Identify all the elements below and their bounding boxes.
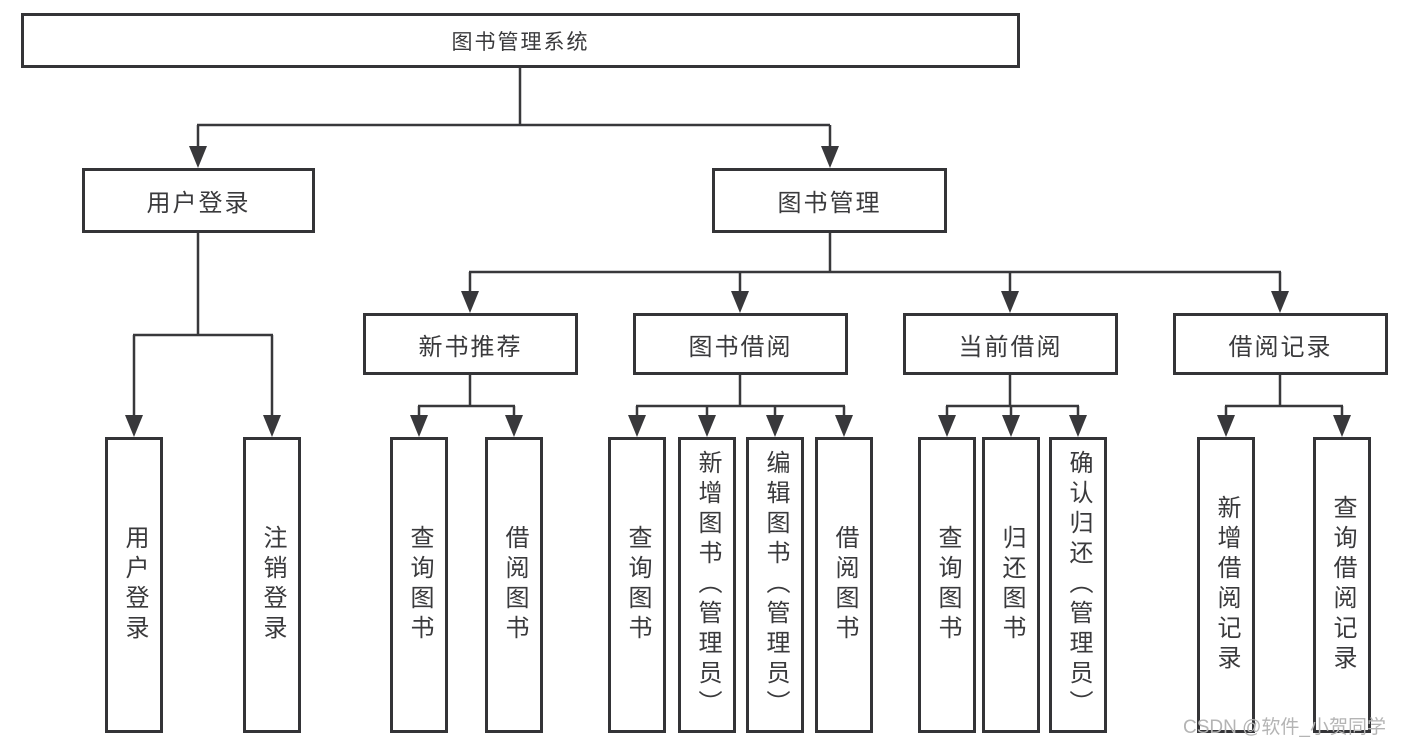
leaf-records-query-record: 查询借阅记录: [1313, 437, 1371, 733]
node-borrow-records: 借阅记录: [1173, 313, 1388, 375]
leaf-newbook-borrow-book: 借阅图书: [485, 437, 543, 733]
node-root-library-system: 图书管理系统: [21, 13, 1020, 68]
node-book-borrow: 图书借阅: [633, 313, 848, 375]
leaf-records-add-record: 新增借阅记录: [1197, 437, 1255, 733]
leaf-borrow-add-book-admin: 新增图书（管理员）: [678, 437, 736, 733]
connector-new-book-to-leaves: [410, 375, 523, 437]
node-current-borrow: 当前借阅: [903, 313, 1118, 375]
leaf-current-query-book: 查询图书: [918, 437, 976, 733]
leaf-current-confirm-return-admin: 确认归还（管理员）: [1049, 437, 1107, 733]
node-book-management: 图书管理: [712, 168, 947, 233]
connector-records-to-leaves: [1217, 375, 1351, 437]
leaf-borrow-query-book: 查询图书: [608, 437, 666, 733]
csdn-watermark: CSDN @软件_小贺同学: [1183, 717, 1386, 738]
leaf-newbook-query-book: 查询图书: [390, 437, 448, 733]
leaf-logout: 注销登录: [243, 437, 301, 733]
leaf-user-login: 用户登录: [105, 437, 163, 733]
leaf-borrow-edit-book-admin: 编辑图书（管理员）: [746, 437, 804, 733]
connector-user-login-to-leaves: [125, 233, 281, 437]
leaf-current-return-book: 归还图书: [982, 437, 1040, 733]
node-new-book-recommend: 新书推荐: [363, 313, 578, 375]
connector-current-to-leaves: [938, 375, 1087, 437]
node-user-login: 用户登录: [82, 168, 315, 233]
connector-root-to-level2: [189, 68, 839, 168]
connector-borrow-to-leaves: [628, 375, 853, 437]
leaf-borrow-borrow-book: 借阅图书: [815, 437, 873, 733]
connector-book-mgmt-to-level3: [461, 233, 1289, 313]
